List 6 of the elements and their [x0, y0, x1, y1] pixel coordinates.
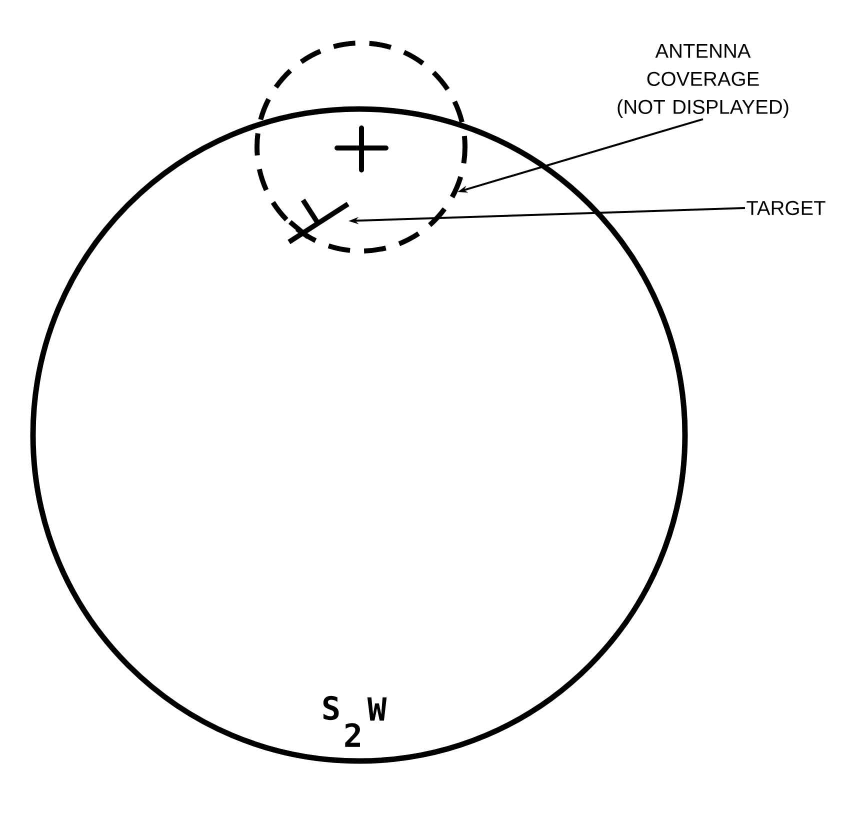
symbol-glyph: S — [323, 696, 339, 720]
callout-label: ANTENNA COVERAGE (NOT DISPLAYED) — [618, 44, 788, 118]
symbol-glyph: 2 — [345, 723, 360, 747]
symbol-glyph: W — [367, 697, 387, 721]
coverage-circle — [254, 40, 468, 254]
callout-label: TARGET — [746, 200, 826, 216]
